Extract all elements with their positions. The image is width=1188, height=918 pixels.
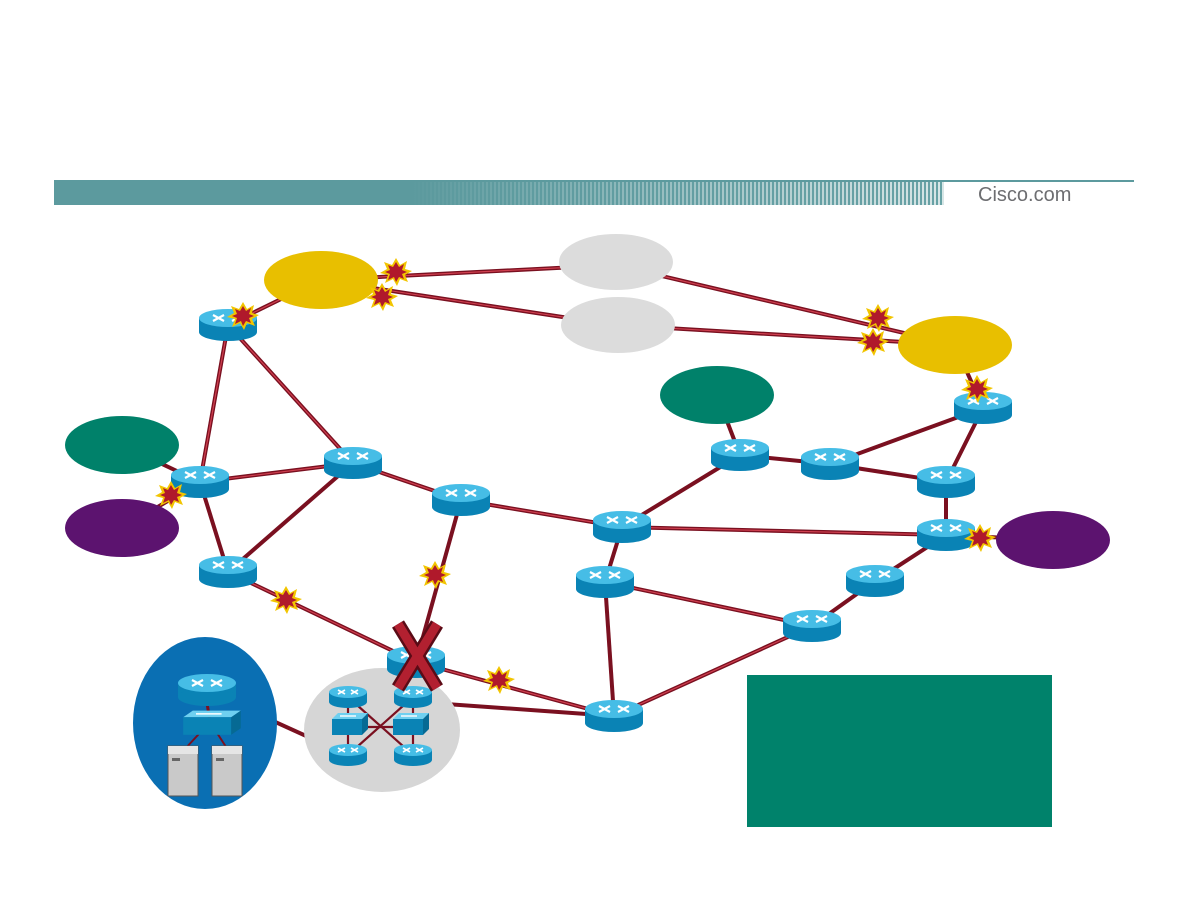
explosion-icon [419, 561, 451, 589]
explosion-icon [380, 258, 412, 286]
switch-icon [331, 712, 369, 736]
switch-icon [392, 712, 430, 736]
router-icon [844, 563, 906, 599]
server-site [133, 637, 277, 809]
explosion-icon [857, 328, 889, 356]
site-router-icon [176, 672, 238, 708]
gray-cloud-bottom [561, 297, 675, 353]
router-icon [430, 482, 492, 518]
small-router-icon [328, 743, 368, 767]
router-icon [915, 517, 977, 553]
router-icon [574, 564, 636, 600]
router-icon [197, 554, 259, 590]
purple-cloud-right [996, 511, 1110, 569]
router-icon [591, 509, 653, 545]
router-icon [799, 446, 861, 482]
header-band [54, 180, 1134, 205]
brand-logo: Cisco.com [978, 184, 1072, 206]
teal-cloud-center [660, 366, 774, 424]
router-icon [915, 464, 977, 500]
purple-cloud-left [65, 499, 179, 557]
gray-cloud-top [559, 234, 673, 290]
x-mark-icon [392, 620, 443, 692]
small-router-icon [393, 685, 433, 709]
yellow-cloud-right [898, 316, 1012, 374]
explosion-icon [270, 586, 302, 614]
router-icon [952, 390, 1014, 426]
teal-cloud-left [65, 416, 179, 474]
server-icon [167, 745, 199, 797]
router-icon [583, 698, 645, 734]
yellow-cloud-left [264, 251, 378, 309]
server-icon [211, 745, 243, 797]
small-router-icon [328, 685, 368, 709]
router-icon [781, 608, 843, 644]
small-router-icon [393, 743, 433, 767]
legend-box [747, 675, 1052, 827]
explosion-icon [483, 666, 515, 694]
site-switch-icon [182, 709, 242, 736]
router-icon [322, 445, 384, 481]
router-icon [709, 437, 771, 473]
